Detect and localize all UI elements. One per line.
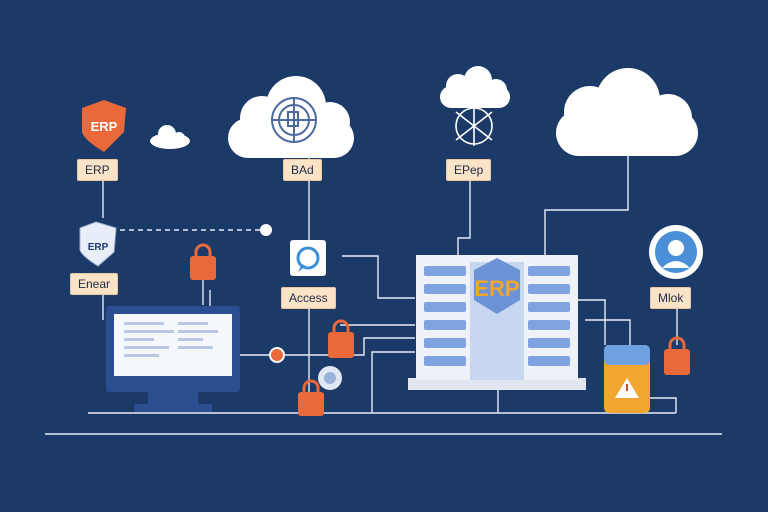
server-icon <box>408 255 586 390</box>
cloud-mid-label: BAd <box>283 159 322 181</box>
lock-icon <box>298 379 324 416</box>
warning-icon <box>604 345 650 413</box>
enear-label: Enear <box>70 273 119 295</box>
server-logo-text: ERP <box>474 276 519 301</box>
shield-icon <box>79 221 117 267</box>
link-endpoint-dot <box>260 224 272 236</box>
monitor-icon <box>106 306 240 412</box>
shield-logo-text: ERP <box>91 119 118 134</box>
user-icon <box>649 225 703 279</box>
globe-shield-text: ERP <box>88 242 109 253</box>
target-icon <box>269 347 285 363</box>
cloud-right-label: EPep <box>446 159 492 181</box>
lock-icon <box>664 336 690 375</box>
cloud-icon <box>440 66 510 108</box>
shield-icon <box>82 100 126 152</box>
mlok-label: Mlok <box>650 287 692 309</box>
cloud-icon <box>556 68 698 156</box>
access-icon <box>290 240 326 276</box>
target-icon <box>318 366 342 390</box>
cloud-icon <box>228 76 354 158</box>
erp-label: ERP <box>77 159 118 181</box>
globe-icon <box>455 104 493 146</box>
lock-icon <box>190 243 216 280</box>
lock-icon <box>328 319 354 358</box>
access-label: Access <box>281 287 336 309</box>
cloud-icon <box>150 125 190 149</box>
globe-icon <box>271 97 317 143</box>
